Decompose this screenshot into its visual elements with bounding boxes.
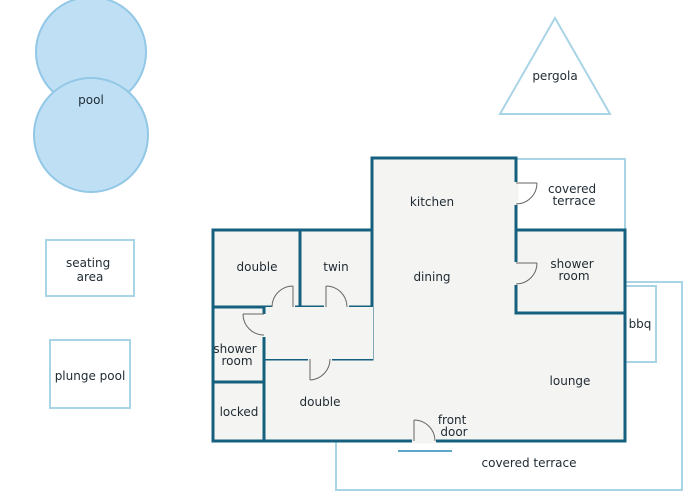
- door-double-bottom: [308, 356, 332, 381]
- pergola-shape: [498, 15, 612, 115]
- twin-label: twin: [323, 260, 348, 274]
- kitchen-label: kitchen: [410, 195, 454, 209]
- covered-terrace-bottom-label: covered terrace: [482, 456, 577, 470]
- double-top-label: double: [237, 260, 278, 274]
- shower-room-left-label: shower room: [213, 342, 260, 368]
- shower-room-right: [514, 228, 627, 315]
- bbq-area: [623, 285, 657, 363]
- covered-terrace-right-label: covered terrace: [548, 182, 600, 208]
- pergola-label: pergola: [532, 69, 577, 83]
- pool-label: pool: [78, 93, 104, 107]
- seating-area: [45, 239, 135, 297]
- shower-room-right-label: shower room: [550, 257, 597, 283]
- bbq-label: bbq: [629, 317, 652, 331]
- front-door-label: front door: [438, 413, 470, 439]
- door-twin: [324, 285, 349, 310]
- locked-label: locked: [220, 405, 259, 419]
- plunge-pool-label: plunge pool: [55, 369, 126, 383]
- door-shower-right: [513, 262, 538, 285]
- door-shower-left: [242, 313, 267, 337]
- front-door: [398, 419, 452, 452]
- door-double-top: [271, 285, 295, 310]
- dining-label: dining: [413, 270, 450, 284]
- plunge-pool: [49, 339, 131, 409]
- locked-room: [211, 380, 266, 443]
- double-bottom-label: double: [300, 395, 341, 409]
- lounge-label: lounge: [550, 374, 591, 388]
- door-covered-terrace: [513, 182, 538, 205]
- pool: [33, 0, 149, 193]
- seating-area-label: seating area: [66, 256, 114, 284]
